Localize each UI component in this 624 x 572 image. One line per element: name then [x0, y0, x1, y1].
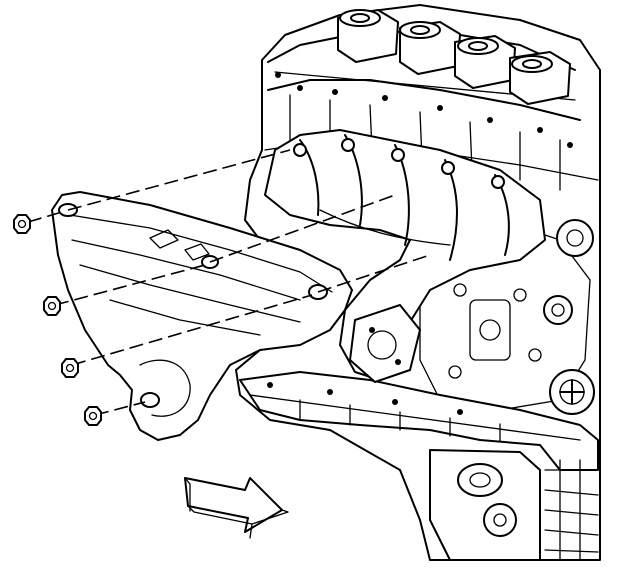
- exhaust-manifold: [264, 129, 546, 383]
- valve-cover-bolts: [275, 72, 573, 148]
- hex-nut-icon: [13, 214, 102, 426]
- coil-packs: [337, 9, 571, 105]
- alignment-lines: [27, 149, 431, 416]
- heat-shield: [51, 191, 353, 441]
- oil-filter-housing: [429, 449, 599, 561]
- front-direction-arrow-icon: [184, 477, 289, 539]
- crank-pulley: [549, 369, 595, 415]
